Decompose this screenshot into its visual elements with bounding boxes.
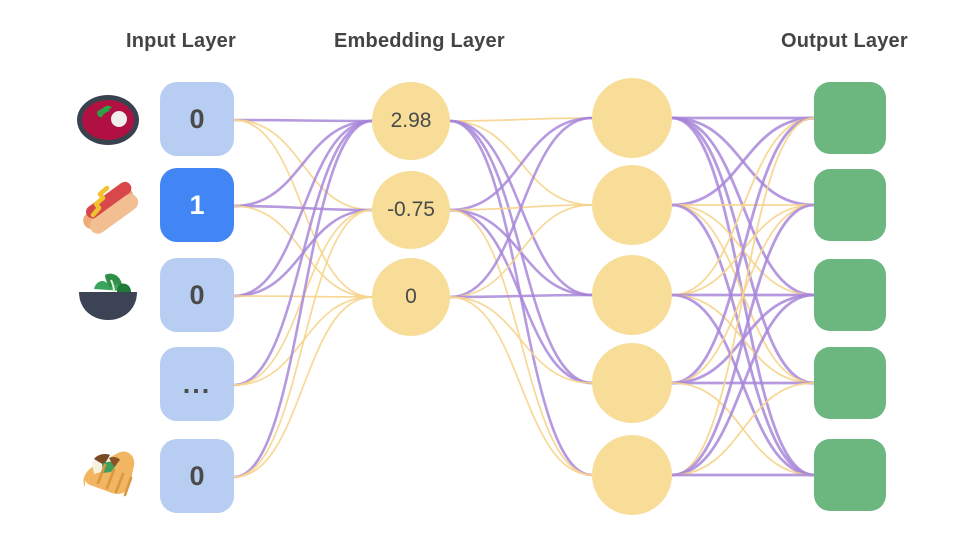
soup-bowl-icon [72, 84, 144, 156]
hidden-node[interactable] [592, 255, 672, 335]
embedding-layer-title: Embedding Layer [334, 30, 505, 52]
embedding-node[interactable]: -0.75 [372, 171, 450, 249]
input-layer-title: Input Layer [126, 30, 236, 52]
input-node[interactable]: ... [160, 347, 234, 421]
hidden-node[interactable] [592, 78, 672, 158]
input-row: 0 [64, 439, 244, 515]
input-node[interactable]: 0 [160, 258, 234, 332]
output-layer-title: Output Layer [781, 30, 908, 52]
embedding-node[interactable]: 0 [372, 258, 450, 336]
output-node[interactable] [814, 259, 886, 331]
hidden-node[interactable] [592, 435, 672, 515]
input-row: 0 [64, 258, 244, 334]
ellipsis-icon [72, 349, 144, 421]
output-node[interactable] [814, 169, 886, 241]
input-node[interactable]: 0 [160, 439, 234, 513]
embedding-node[interactable]: 2.98 [372, 82, 450, 160]
output-node[interactable] [814, 347, 886, 419]
input-row: 1 [64, 168, 244, 244]
hot-dog-icon [72, 170, 144, 242]
input-node[interactable]: 0 [160, 82, 234, 156]
output-node[interactable] [814, 82, 886, 154]
hidden-node[interactable] [592, 343, 672, 423]
burrito-icon [72, 441, 144, 513]
hidden-node[interactable] [592, 165, 672, 245]
input-node[interactable]: 1 [160, 168, 234, 242]
green-salad-icon [72, 260, 144, 332]
input-row: 0 [64, 82, 244, 158]
input-row: ... [64, 347, 244, 423]
output-node[interactable] [814, 439, 886, 511]
